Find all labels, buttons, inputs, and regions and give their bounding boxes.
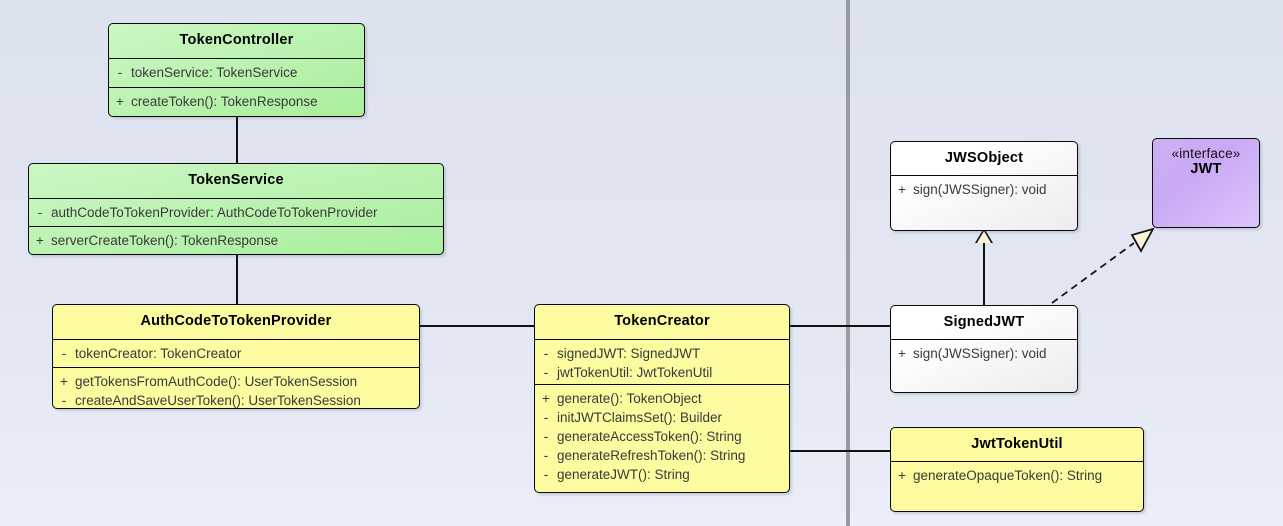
visibility-marker: + (36, 233, 44, 248)
connector-tokencontroller-tokenservice (236, 116, 238, 165)
class-member: - jwtTokenUtil: JwtTokenUtil (535, 363, 789, 382)
visibility-marker: + (898, 468, 906, 483)
class-member: + serverCreateToken(): TokenResponse (29, 231, 443, 250)
visibility-marker: - (543, 365, 549, 380)
connector-signedjwt-jwsobject-shaft (983, 232, 985, 305)
visibility-marker: - (543, 410, 549, 425)
class-member: - initJWTClaimsSet(): Builder (535, 408, 789, 427)
class-box-jwsobject[interactable]: JWSObject + sign(JWSSigner): void (890, 141, 1078, 231)
member-signature: tokenService: TokenService (131, 65, 298, 80)
visibility-marker: - (543, 429, 549, 444)
operations-compartment: + serverCreateToken(): TokenResponse (29, 226, 443, 254)
class-member: + sign(JWSSigner): void (891, 344, 1077, 363)
attributes-compartment: - tokenCreator: TokenCreator (53, 339, 419, 367)
visibility-marker: - (37, 205, 43, 220)
connector-tokenservice-authcodetotokenprovider (236, 254, 238, 304)
class-name-label: JWT (1190, 160, 1222, 177)
class-title-tokencontroller: TokenController (109, 24, 364, 58)
class-title-jwt-interface: «interface» JWT (1153, 139, 1259, 195)
class-member: - generateAccessToken(): String (535, 427, 789, 446)
visibility-marker: + (116, 94, 124, 109)
class-member: - tokenService: TokenService (109, 63, 364, 82)
member-signature: createToken(): TokenResponse (131, 94, 318, 109)
class-name-label: AuthCodeToTokenProvider (140, 313, 332, 330)
member-signature: tokenCreator: TokenCreator (75, 346, 242, 361)
member-signature: sign(JWSSigner): void (913, 182, 1047, 197)
member-signature: generateRefreshToken(): String (557, 448, 746, 463)
attributes-compartment: - authCodeToTokenProvider: AuthCodeToTok… (29, 198, 443, 226)
member-signature: jwtTokenUtil: JwtTokenUtil (557, 365, 713, 380)
connector-tokencreator-signedjwt (789, 325, 891, 327)
member-signature: getTokensFromAuthCode(): UserTokenSessio… (75, 374, 358, 389)
operations-compartment: + createToken(): TokenResponse (109, 87, 364, 116)
class-name-label: TokenCreator (614, 313, 710, 330)
visibility-marker: - (543, 448, 549, 463)
class-box-tokencontroller[interactable]: TokenController - tokenService: TokenSer… (108, 23, 365, 117)
class-title-tokenservice: TokenService (29, 164, 443, 198)
class-member: + generateOpaqueToken(): String (891, 466, 1143, 485)
member-signature: signedJWT: SignedJWT (557, 346, 701, 361)
class-title-jwsobject: JWSObject (891, 142, 1077, 175)
visibility-marker: - (543, 467, 549, 482)
class-title-tokencreator: TokenCreator (535, 305, 789, 339)
class-member: + createToken(): TokenResponse (109, 92, 364, 111)
member-signature: createAndSaveUserToken(): UserTokenSessi… (75, 393, 361, 408)
class-member: - authCodeToTokenProvider: AuthCodeToTok… (29, 203, 443, 222)
class-title-authcodetotokenprovider: AuthCodeToTokenProvider (53, 305, 419, 339)
class-member: - createAndSaveUserToken(): UserTokenSes… (53, 391, 419, 408)
class-member: + getTokensFromAuthCode(): UserTokenSess… (53, 372, 419, 391)
class-name-label: TokenController (179, 32, 294, 49)
class-box-signedjwt[interactable]: SignedJWT + sign(JWSSigner): void (890, 305, 1078, 393)
member-signature: generateJWT(): String (557, 467, 690, 482)
class-member: - generateRefreshToken(): String (535, 446, 789, 465)
class-box-jwt-interface[interactable]: «interface» JWT (1152, 138, 1260, 228)
class-member: + sign(JWSSigner): void (891, 180, 1077, 199)
class-box-authcodetotokenprovider[interactable]: AuthCodeToTokenProvider - tokenCreator: … (52, 304, 420, 409)
stereotype-label: «interface» (1171, 146, 1241, 161)
visibility-marker: + (898, 182, 906, 197)
class-title-signedjwt: SignedJWT (891, 306, 1077, 339)
class-name-label: JwtTokenUtil (971, 435, 1063, 452)
class-name-label: SignedJWT (943, 313, 1025, 330)
operations-compartment: + sign(JWSSigner): void (891, 175, 1077, 229)
class-box-jwttokenutil[interactable]: JwtTokenUtil + generateOpaqueToken(): St… (890, 427, 1144, 512)
visibility-marker: + (60, 374, 68, 389)
visibility-marker: - (61, 346, 67, 361)
operations-compartment: + generate(): TokenObject - initJWTClaim… (535, 384, 789, 492)
member-signature: initJWTClaimsSet(): Builder (557, 410, 723, 425)
class-name-label: TokenService (188, 172, 284, 189)
visibility-marker: - (543, 346, 549, 361)
class-member: - tokenCreator: TokenCreator (53, 344, 419, 363)
class-title-jwttokenutil: JwtTokenUtil (891, 428, 1143, 461)
member-signature: generateOpaqueToken(): String (913, 468, 1103, 483)
visibility-marker: - (117, 65, 123, 80)
member-signature: authCodeToTokenProvider: AuthCodeToToken… (51, 205, 378, 220)
attributes-compartment: - signedJWT: SignedJWT - jwtTokenUtil: J… (535, 339, 789, 384)
operations-compartment: + sign(JWSSigner): void (891, 339, 1077, 391)
visibility-marker: + (898, 346, 906, 361)
class-box-tokenservice[interactable]: TokenService - authCodeToTokenProvider: … (28, 163, 444, 255)
member-signature: generateAccessToken(): String (557, 429, 742, 444)
class-member: + generate(): TokenObject (535, 389, 789, 408)
page-boundary-divider (846, 0, 850, 526)
connector-authcodetotokenprovider-tokencreator (420, 325, 534, 327)
member-signature: sign(JWSSigner): void (913, 346, 1047, 361)
operations-compartment: + getTokensFromAuthCode(): UserTokenSess… (53, 367, 419, 408)
attributes-compartment: - tokenService: TokenService (109, 58, 364, 87)
visibility-marker: - (61, 393, 67, 408)
visibility-marker: + (542, 391, 550, 406)
member-signature: generate(): TokenObject (557, 391, 702, 406)
class-member: - generateJWT(): String (535, 465, 789, 484)
connector-tokencreator-jwttokenutil (789, 450, 891, 452)
class-name-label: JWSObject (944, 149, 1024, 166)
class-member: - signedJWT: SignedJWT (535, 344, 789, 363)
operations-compartment: + generateOpaqueToken(): String (891, 461, 1143, 511)
class-box-tokencreator[interactable]: TokenCreator - signedJWT: SignedJWT - jw… (534, 304, 790, 493)
member-signature: serverCreateToken(): TokenResponse (51, 233, 279, 248)
